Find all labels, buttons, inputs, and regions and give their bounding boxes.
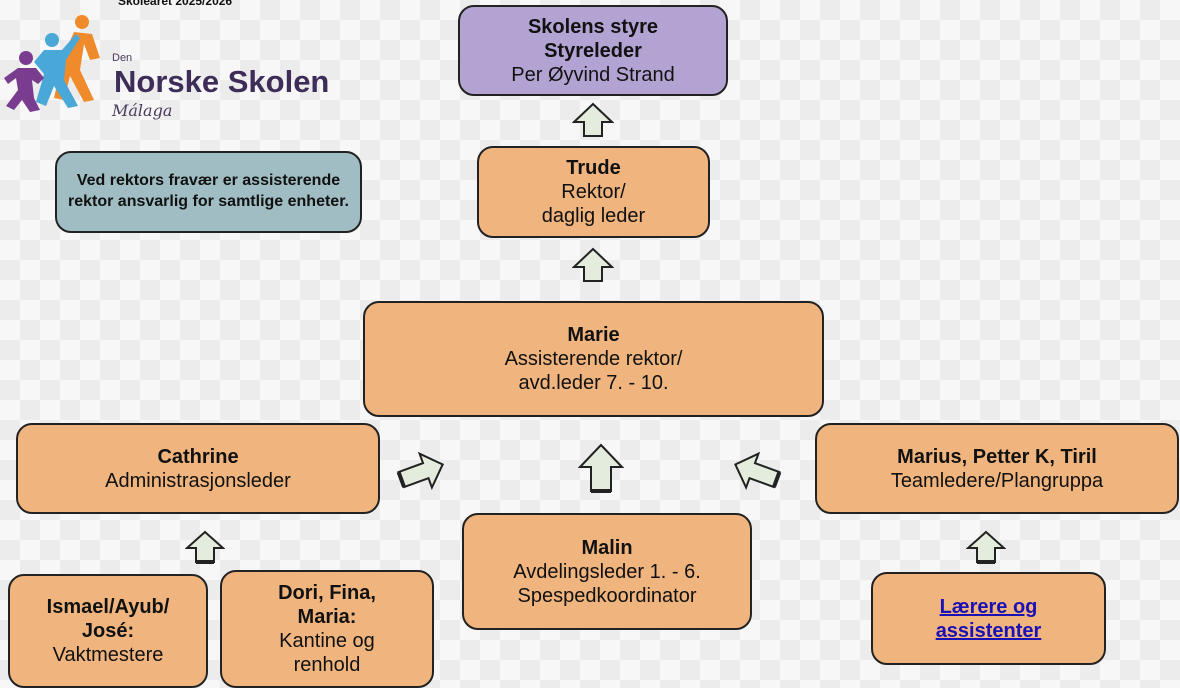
assistant-principal-role-2: avd.leder 7. - 10. [518,372,669,394]
up-arrow-icon [185,530,225,564]
principal-role: Rektor/ [561,181,626,203]
school-logo: Den Norske Skolen Málaga [4,14,364,124]
board-title: Skolens styre [527,15,659,38]
malin-name: Malin [581,536,633,559]
canteen-names-2: Maria: [297,606,357,628]
absence-note-box: Ved rektors fravær er assisterende rekto… [55,151,362,233]
canteen-box: Dori, Fina, Maria: Kantine og renhold [220,570,434,688]
janitors-names-2: José: [81,620,135,642]
canteen-names: Dori, Fina, [278,582,376,604]
up-arrow-icon [572,247,614,282]
canteen-role: Kantine og [279,630,375,652]
malin-role: Avdelingsleder 1. - 6. [513,560,701,583]
malin-role-2: Spespedkoordinator [517,584,697,607]
logo-prefix: Den [112,52,133,64]
malin-box: Malin Avdelingsleder 1. - 6. Spespedkoor… [462,513,752,630]
principal-role-2: daglig leder [541,205,646,227]
teamleads-names: Marius, Petter K, Tiril [897,445,1097,468]
board-chair-title: Styreleder [544,39,642,62]
assistant-principal-box: Marie Assisterende rektor/ avd.leder 7. … [363,301,824,417]
board-chair-name: Per Øyvind Strand [511,63,675,86]
teamleads-role: Teamledere/Plangruppa [890,469,1104,492]
janitors-box: Ismael/Ayub/ José: Vaktmestere [8,574,208,688]
admin-box: Cathrine Administrasjonsleder [16,423,380,514]
teachers-link-2[interactable]: assistenter [935,619,1042,642]
up-arrow-icon [966,530,1006,564]
janitors-names: Ismael/Ayub/ [46,596,170,618]
logo-name: Norske Skolen [114,64,330,99]
diagonal-up-right-arrow-icon [396,451,445,491]
admin-name: Cathrine [157,445,239,468]
janitors-role: Vaktmestere [52,644,164,666]
principal-box: Trude Rektor/ daglig leder [477,146,710,238]
board-box: Skolens styre Styreleder Per Øyvind Stra… [458,5,728,96]
children-jumping-logo-icon [4,15,100,112]
up-arrow-icon [572,102,614,137]
school-year-label: Skoleåret 2025/2026 [118,0,233,8]
canteen-role-2: renhold [293,654,361,676]
diagonal-up-left-arrow-icon [733,451,782,491]
admin-role: Administrasjonsleder [105,469,291,492]
principal-name: Trude [566,157,621,179]
assistant-principal-role: Assisterende rektor/ [504,348,683,370]
assistant-principal-name: Marie [567,324,620,346]
teamleads-box: Marius, Petter K, Tiril Teamledere/Plang… [815,423,1179,514]
teachers-box[interactable]: Lærere og assistenter [871,572,1106,665]
logo-city: Málaga [112,101,173,120]
teachers-link[interactable]: Lærere og [939,595,1038,618]
absence-note-text: Ved rektors fravær er assisterende rekto… [68,172,349,210]
up-arrow-icon [578,443,624,493]
